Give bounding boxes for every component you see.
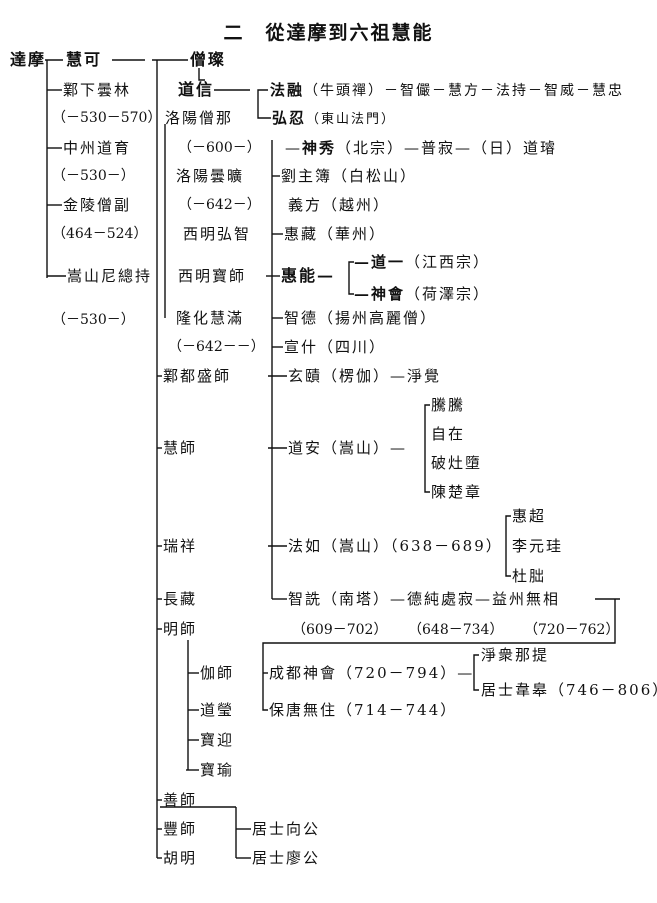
farong-name: 法融: [270, 81, 305, 99]
date-wuxiang: （720－762）: [524, 622, 620, 638]
node-yifang: 義方（越州）: [288, 196, 391, 214]
node-daoyu: 中州道育: [63, 139, 132, 157]
node-hongzhi: 西明弘智: [183, 225, 252, 243]
node-daoxin: 道信: [178, 80, 215, 99]
node-shenhui: —神會（荷澤宗）: [354, 285, 490, 303]
node-weigao: 居士韋皋（746－806）: [481, 681, 657, 699]
node-mingshi: 明師: [163, 620, 198, 638]
node-huishi: 慧師: [163, 439, 198, 457]
node-zizai: 自在: [431, 425, 466, 443]
node-daoan: 道安（嵩山）—: [288, 439, 408, 457]
node-zongchi: 嵩山尼總持: [67, 267, 153, 285]
date-tanlin: （－530－570）: [52, 110, 162, 126]
node-yedu: 鄴都盛師: [163, 367, 232, 385]
node-liyuangui: 李元珪: [512, 537, 564, 555]
node-xuanze: 玄賾（楞伽）—淨覺: [288, 367, 442, 385]
node-hongren: 弘忍（東山法門）: [272, 109, 396, 129]
node-liaogong: 居士廖公: [252, 849, 321, 867]
node-shenxiu: —神秀（北宗）—普寂—（日）道璿: [285, 139, 558, 157]
node-xianggong: 居士向公: [252, 820, 321, 838]
node-zhishen: 智詵（南塔）—德純處寂—益州無相: [288, 590, 561, 608]
chart-title: 二 從達摩到六祖慧能: [223, 22, 434, 44]
hongren-name: 弘忍: [272, 109, 307, 127]
node-jiashi: 伽師: [200, 664, 235, 682]
node-huizang: 惠藏（華州）: [284, 225, 387, 243]
date-sengna: （－600－）: [178, 140, 261, 156]
daoyi-school: （江西宗）: [405, 253, 491, 271]
shenxiu-lineage: （北宗）—普寂—（日）道璿: [336, 139, 558, 157]
node-xuanshi: 宣什（四川）: [284, 338, 387, 356]
node-baoyu: 寶瑜: [200, 761, 235, 779]
node-shanshi: 善師: [163, 791, 198, 809]
node-baoying: 寶迎: [200, 731, 235, 749]
node-sengfu: 金陵僧副: [63, 196, 132, 214]
date-zongchi: （－530－）: [52, 312, 135, 328]
node-huike: 慧可: [66, 50, 103, 69]
date-chuji: （648－734）: [408, 622, 504, 638]
node-liuzhubu: 劉主簿（白松山）: [281, 167, 418, 185]
shenhui-name: —神會: [354, 285, 406, 303]
farong-lineage: （牛頭禪）－智儼－慧方－法持－智威－慧忠: [304, 83, 625, 99]
node-zhide: 智德（揚州高麗僧）: [284, 309, 438, 327]
node-ruixiang: 瑞祥: [163, 537, 198, 555]
node-farong: 法融（牛頭禪）－智儼－慧方－法持－智威－慧忠: [270, 81, 624, 100]
node-huming: 胡明: [163, 849, 198, 867]
node-baoshi: 西明寶師: [178, 267, 247, 285]
node-daoying: 道瑩: [200, 701, 235, 719]
node-faru: 法如（嵩山）（638－689）: [288, 537, 503, 555]
daoyi-name: —道一: [354, 253, 406, 271]
date-sengfu: （464－524）: [52, 226, 148, 242]
node-huiman: 隆化慧滿: [176, 309, 245, 327]
node-tankuang: 洛陽曇曠: [176, 167, 245, 185]
node-huineng: 惠能—: [281, 266, 336, 285]
shenxiu-name: 神秀: [302, 139, 337, 157]
node-chenchuzhang: 陳楚章: [431, 483, 483, 501]
node-tengteng: 騰騰: [431, 396, 466, 414]
node-chengdu-shenhui: 成都神會（720－794）—: [269, 664, 475, 682]
node-sengcan: 僧璨: [190, 50, 227, 69]
node-baotang: 保唐無住（714－744）: [269, 701, 458, 719]
node-daoyi: —道一（江西宗）: [354, 253, 490, 271]
hongren-school: （東山法門）: [306, 112, 397, 127]
date-tankuang: （－642－）: [178, 197, 261, 213]
node-jingzhong: 淨衆那提: [481, 646, 550, 664]
node-huichao: 惠超: [512, 507, 547, 525]
date-zhishen: （609－702）: [292, 622, 388, 638]
shenhui-school: （荷澤宗）: [405, 285, 491, 303]
node-dufei: 杜朏: [512, 567, 547, 585]
date-daoyu: （－530－）: [52, 168, 135, 184]
node-pozaoduo: 破灶墮: [431, 454, 483, 472]
node-tanlin: 鄴下曇林: [63, 81, 132, 99]
node-damo: 達摩: [10, 50, 47, 69]
node-changzang: 長藏: [163, 590, 198, 608]
node-fengshi: 豐師: [163, 820, 198, 838]
node-sengna: 洛陽僧那: [165, 109, 234, 127]
date-huiman: （－642－－）: [168, 339, 265, 355]
